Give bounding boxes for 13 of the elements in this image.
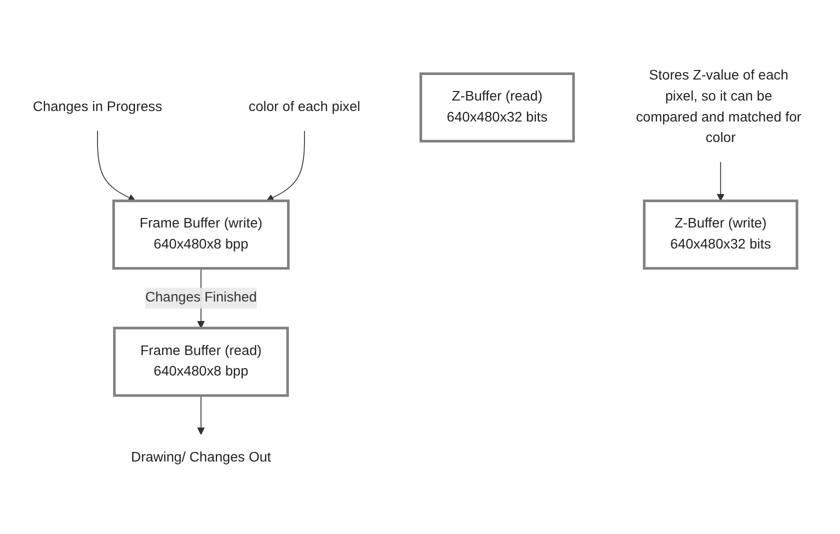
arrow: [197, 395, 205, 435]
edge-label: Changes Finished: [145, 290, 257, 306]
arrow: [716, 161, 724, 202]
node-box: Frame Buffer (write) 640x480x8 bpp: [112, 200, 290, 270]
arrow: [97, 130, 136, 202]
node-text: Changes in Progress: [32, 100, 162, 114]
node-box: Frame Buffer (read) 640x480x8 bpp: [113, 326, 289, 397]
node-text: Drawing/ Changes Out: [130, 450, 271, 465]
node-text: Stores Z-value of each pixel, so it can be compared and matched for color: [636, 68, 802, 146]
node-text: color of each pixel: [248, 100, 360, 114]
node-box: Z-Buffer (read) 640x480x32 bits: [420, 72, 575, 142]
arrow: [266, 130, 305, 202]
node-box: Z-Buffer (write) 640x480x32 bits: [642, 200, 798, 270]
